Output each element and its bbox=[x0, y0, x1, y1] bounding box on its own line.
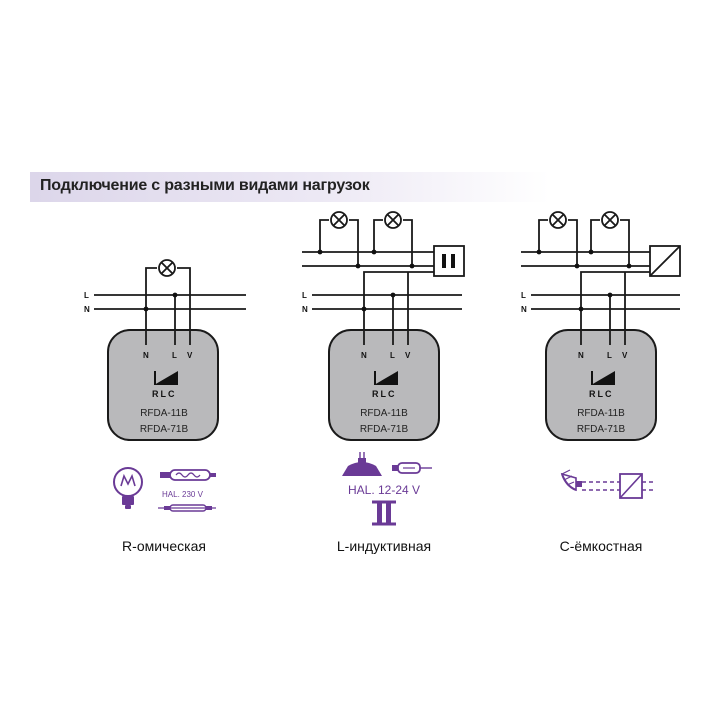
lamp-icon bbox=[601, 211, 619, 229]
line-label-n: N bbox=[302, 305, 308, 314]
halogen-tube-icon bbox=[160, 469, 216, 481]
line-label-n: N bbox=[521, 305, 527, 314]
dimmer-device bbox=[545, 329, 657, 441]
terminal-n: N bbox=[143, 351, 149, 360]
terminal-v: V bbox=[622, 351, 628, 360]
section-title: Подключение с разными видами нагрузок bbox=[40, 177, 370, 194]
halogen-capsule-icon bbox=[392, 462, 432, 474]
terminal-l: L bbox=[172, 351, 177, 360]
panel-caption: C-ёмкостная bbox=[560, 538, 643, 554]
lamp-icon bbox=[549, 211, 567, 229]
section-header: Подключение с разными видами нагрузок bbox=[30, 172, 550, 202]
dimmer-device bbox=[328, 329, 440, 441]
lamp-icon bbox=[384, 211, 402, 229]
transformer-icon bbox=[372, 500, 396, 526]
model-label-2: RFDA-71B bbox=[360, 424, 409, 435]
panel-caption: L-индуктивная bbox=[337, 538, 431, 554]
icon-label: HAL. 230 V bbox=[162, 490, 204, 499]
model-label-1: RFDA-11B bbox=[360, 408, 408, 419]
brand-label: RLC bbox=[589, 389, 614, 399]
icon-label: HAL. 12-24 V bbox=[348, 483, 420, 497]
terminal-l: L bbox=[390, 351, 395, 360]
dimmer-device bbox=[107, 329, 219, 441]
brand-label: RLC bbox=[152, 389, 177, 399]
linear-halogen-icon bbox=[158, 504, 216, 512]
panel-caption: R-омическая bbox=[122, 538, 206, 554]
halogen-spot-icon bbox=[342, 452, 382, 476]
panel-capacitive: L N N L V RLC RFDA-11B RFDA-71B bbox=[521, 211, 681, 554]
terminal-v: V bbox=[187, 351, 193, 360]
line-label-l: L bbox=[302, 291, 307, 300]
terminal-n: N bbox=[578, 351, 584, 360]
line-label-l: L bbox=[84, 291, 89, 300]
model-label-2: RFDA-71B bbox=[577, 424, 626, 435]
terminal-n: N bbox=[361, 351, 367, 360]
terminal-l: L bbox=[607, 351, 612, 360]
model-label-1: RFDA-11B bbox=[577, 408, 625, 419]
model-label-2: RFDA-71B bbox=[140, 424, 189, 435]
led-spot-icon bbox=[560, 469, 582, 492]
terminal-v: V bbox=[405, 351, 411, 360]
lamp-icon bbox=[330, 211, 348, 229]
model-label-1: RFDA-11B bbox=[140, 408, 188, 419]
incandescent-bulb-icon bbox=[113, 467, 143, 509]
line-label-n: N bbox=[84, 305, 90, 314]
line-label-l: L bbox=[521, 291, 526, 300]
electronic-driver-icon bbox=[582, 473, 654, 499]
panel-inductive: L N N L V RLC RFDA-11B RFDA-71B bbox=[302, 211, 465, 554]
transformer-box bbox=[433, 245, 465, 277]
panel-resistive: L N N L V RLC RFDA-11B RFDA-71B bbox=[84, 259, 246, 554]
lamp-icon bbox=[158, 259, 176, 277]
brand-label: RLC bbox=[372, 389, 397, 399]
